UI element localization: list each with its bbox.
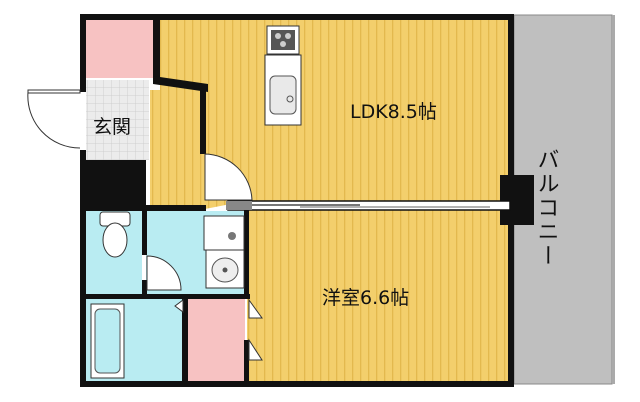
hallway-floor [150,90,206,205]
kitchen-sink-icon [264,54,302,126]
western-room-label: 洋室6.6帖 [322,287,409,309]
walls [80,14,534,387]
storage-top [86,20,153,78]
stove-icon [266,25,300,55]
sliding-door [226,200,511,211]
entrance-floor [86,80,149,160]
entrance-door [27,89,81,149]
ldk-door [204,153,253,201]
toilet-icon [99,211,131,258]
washbasin-icon [205,249,245,289]
ldk-floor [160,20,508,209]
ldk-label: LDK8.5帖 [350,101,437,123]
balcony-label: バルコニー [534,148,559,268]
storage-bottom [188,299,245,381]
bathtub-icon [90,303,125,379]
toilet-door [146,255,182,291]
storage-doors [174,298,263,361]
entrance-label: 玄関 [93,116,131,138]
washing-machine-pan-icon [203,215,245,251]
western-room-floor [247,210,508,381]
